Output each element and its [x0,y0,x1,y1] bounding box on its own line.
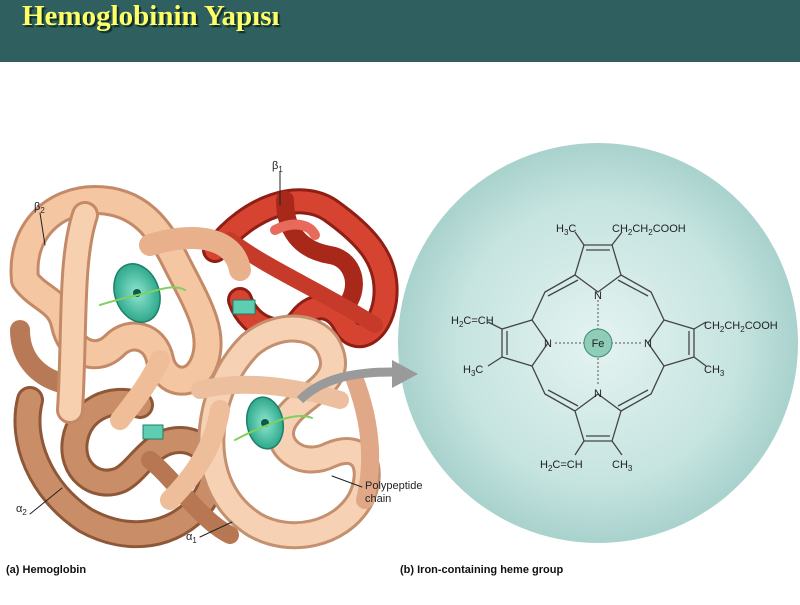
group-left-lower: H3C [463,364,483,378]
heme-disc-beta2 [99,263,186,323]
group-right-lower: CH3 [704,364,725,378]
nitrogen-right: N [644,338,652,350]
leader-lines [29,171,363,538]
label-beta1: β1 [272,160,283,174]
label-alpha2: α2 [16,503,27,517]
group-left-upper: H2C=CH [451,315,494,329]
heme-disc-alpha2 [142,424,164,440]
slide-header: Hemoglobinin Yapısı [0,0,800,62]
heme-disc-alpha1 [234,396,313,450]
nitrogen-bottom: N [594,388,602,400]
nitrogen-left: N [544,338,552,350]
nitrogen-top: N [594,290,602,302]
iron-atom [583,328,613,358]
caption-heme-group: (b) Iron-containing heme group [400,564,564,576]
label-beta2: β2 [34,201,45,215]
iron-label: Fe [592,338,605,350]
pointer-arrow [296,367,393,404]
group-right-upper: CH2CH2COOH [704,320,778,334]
pointer-arrowhead [392,360,418,388]
label-polypeptide-2: chain [365,493,391,505]
fe-coordination [555,300,641,386]
heme-group-panel: Fe N N N N H3C CH2CH2COOH H2C=CH H3C CH2… [296,143,798,543]
beta2-subunit [9,185,251,430]
group-bottom-right: CH3 [612,459,633,473]
group-top-right: CH2CH2COOH [612,223,686,237]
porphyrin-bonds [487,231,707,456]
label-alpha1: α1 [186,531,197,545]
label-polypeptide-1: Polypeptide [365,480,423,492]
slide-title: Hemoglobinin Yapısı [22,0,280,32]
alpha1-subunit [160,314,381,550]
heme-disc-beta1 [232,299,256,315]
figure-svg: β1 β2 α2 α1 Polypeptide chain [9,143,798,550]
caption-hemoglobin: (a) Hemoglobin [6,564,87,576]
group-top-left: H3C [556,223,576,237]
group-bottom-left: H2C=CH [540,459,583,473]
hemoglobin-figure: β1 β2 α2 α1 Polypeptide chain [0,62,800,600]
hemoglobin-model [9,171,399,550]
